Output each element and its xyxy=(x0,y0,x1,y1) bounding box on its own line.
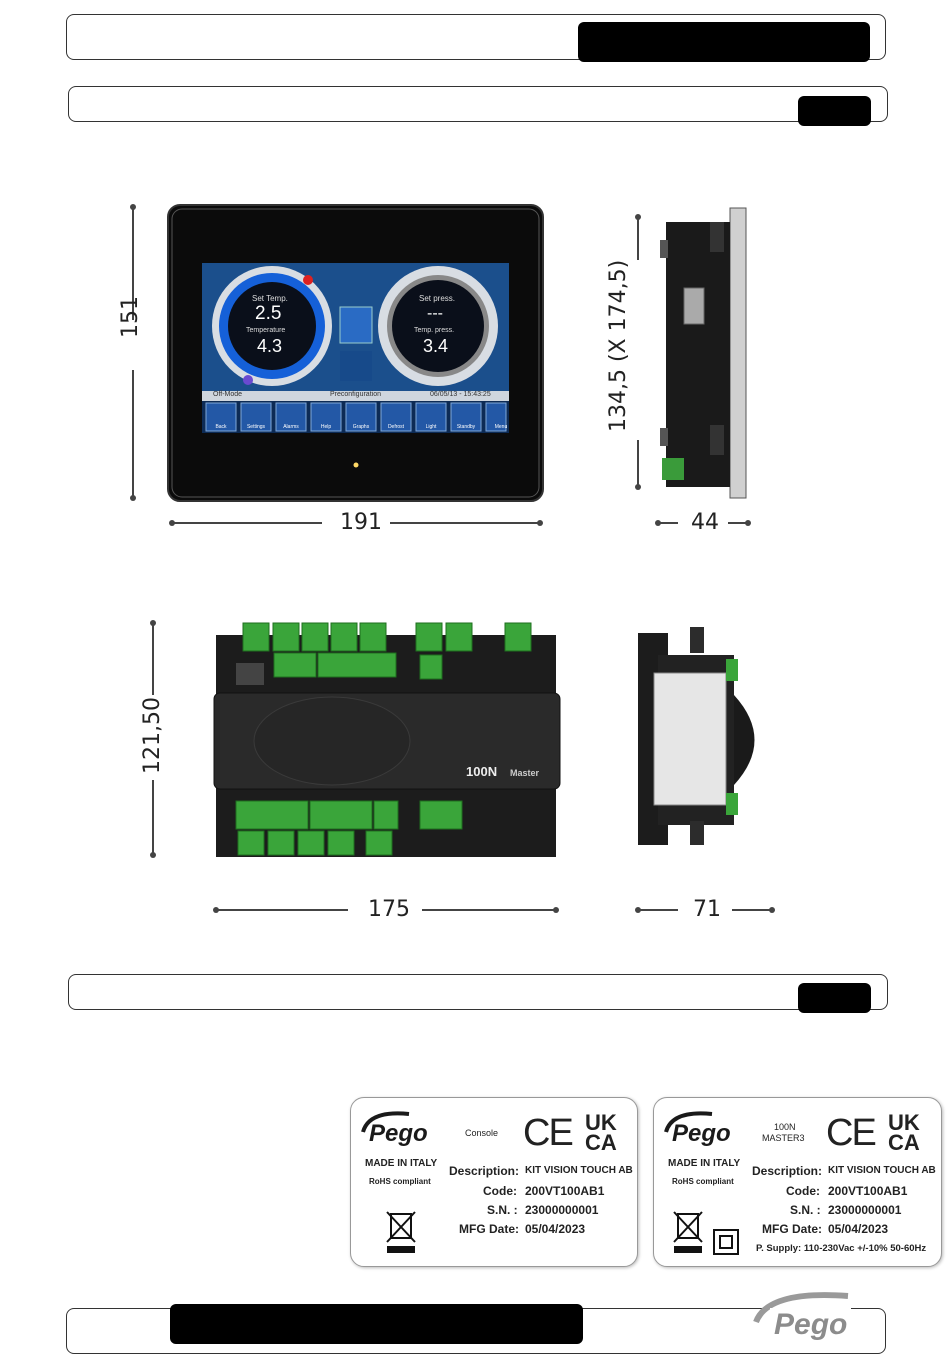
right-gauge-pressure: 3.4 xyxy=(423,336,449,356)
module-side-drawing xyxy=(635,627,775,913)
code-value: 200VT100AB1 xyxy=(828,1184,908,1198)
left-gauge-caption: Set Temp. xyxy=(252,294,288,303)
brand-swoosh-icon xyxy=(361,1111,410,1133)
screen-button-3: Help xyxy=(320,424,332,430)
double-insulation-icon xyxy=(713,1229,739,1255)
code-key: Code: xyxy=(786,1184,820,1198)
weee-bin-icon xyxy=(386,1211,416,1253)
screen-button-0: Back xyxy=(215,424,227,430)
description-value: KIT VISION TOUCH AB xyxy=(828,1165,936,1176)
header-redaction xyxy=(578,22,870,62)
code-key: Code: xyxy=(483,1184,517,1198)
module-model-sub: Master xyxy=(510,768,540,778)
power-supply: P. Supply: 110-230Vac +/-10% 50-60Hz xyxy=(756,1243,927,1254)
model-name-line2: MASTER3 xyxy=(762,1133,805,1143)
dimension-module-width: 175 xyxy=(368,897,410,922)
ukca-mark-bottom: CA xyxy=(888,1130,920,1155)
mfg-date-key: MFG Date: xyxy=(762,1222,822,1236)
dimension-module-depth: 71 xyxy=(693,897,721,922)
screen-button-8: Menu xyxy=(494,424,508,430)
status-configuration: Preconfiguration xyxy=(330,391,381,398)
dimension-console-depth: 44 xyxy=(691,510,719,535)
ukca-mark-bottom: CA xyxy=(585,1130,617,1155)
description-value: KIT VISION TOUCH AB xyxy=(525,1165,633,1176)
screen-button-4: Graphs xyxy=(352,424,370,430)
module-front-drawing xyxy=(150,620,561,913)
section-tab-dimensions xyxy=(798,96,871,126)
identification-label-module: Pego MADE IN ITALY RoHS compliant 100N M… xyxy=(653,1097,942,1267)
console-front-drawing xyxy=(130,204,544,526)
footer-swoosh-icon xyxy=(753,1292,849,1324)
dimension-console-height: 151 xyxy=(118,296,143,338)
dimension-console-depth-height: 134,5 (X 174,5) xyxy=(606,259,631,432)
section-tab-identification xyxy=(798,983,871,1013)
ce-mark: CE xyxy=(523,1112,574,1154)
serial-key: S.N. : xyxy=(487,1203,518,1217)
dimension-module-height: 121,50 xyxy=(140,697,165,774)
brand-swoosh-icon xyxy=(664,1111,713,1133)
left-gauge-caption-2: Temperature xyxy=(246,327,286,334)
brand-logo: Pego xyxy=(672,1120,731,1147)
footer-redaction xyxy=(170,1304,583,1344)
mfg-date-value: 05/04/2023 xyxy=(525,1222,586,1236)
right-gauge-caption: Set press. xyxy=(419,294,456,303)
model-name: Console xyxy=(465,1128,499,1138)
made-in-italy: MADE IN ITALY xyxy=(668,1158,741,1169)
brand-logo: Pego xyxy=(369,1120,428,1147)
serial-value: 23000000001 xyxy=(525,1203,599,1217)
right-gauge-setpoint: --- xyxy=(427,305,443,322)
code-value: 200VT100AB1 xyxy=(525,1184,605,1198)
screen-button-2: Alarms xyxy=(283,424,299,430)
rohs-compliant: RoHS compliant xyxy=(369,1177,431,1186)
ce-mark: CE xyxy=(826,1112,877,1154)
footer-logo: Pego xyxy=(770,1308,852,1342)
identification-label-console: Pego MADE IN ITALY RoHS compliant Consol… xyxy=(350,1097,638,1267)
mfg-date-key: MFG Date: xyxy=(459,1222,519,1236)
description-key: Description: xyxy=(752,1164,823,1178)
console-side-drawing xyxy=(635,207,751,526)
section-bar-identification xyxy=(68,974,888,1010)
screen-button-5: Defrost xyxy=(387,424,405,430)
left-gauge-setpoint: 2.5 xyxy=(255,303,282,324)
status-datetime: 06/05/13 - 15:43:25 xyxy=(430,391,491,398)
screen-button-1: Settings xyxy=(246,424,266,430)
status-mode: Off-Mode xyxy=(213,391,243,398)
ukca-mark-top: UK xyxy=(888,1110,920,1135)
module-model-label: 100N xyxy=(466,764,498,779)
screen-button-6: Light xyxy=(425,424,437,430)
weee-bin-icon xyxy=(673,1211,703,1253)
right-gauge-caption-2: Temp. press. xyxy=(414,327,455,334)
serial-value: 23000000001 xyxy=(828,1203,902,1217)
made-in-italy: MADE IN ITALY xyxy=(365,1158,438,1169)
rohs-compliant: RoHS compliant xyxy=(672,1177,734,1186)
section-bar-dimensions xyxy=(68,86,888,122)
left-gauge-temperature: 4.3 xyxy=(257,336,283,356)
mfg-date-value: 05/04/2023 xyxy=(828,1222,889,1236)
screen-button-7: Standby xyxy=(456,424,476,430)
dimension-console-width: 191 xyxy=(340,510,382,535)
ukca-mark-top: UK xyxy=(585,1110,617,1135)
description-key: Description: xyxy=(449,1164,520,1178)
model-name-line1: 100N xyxy=(774,1122,796,1132)
serial-key: S.N. : xyxy=(790,1203,821,1217)
